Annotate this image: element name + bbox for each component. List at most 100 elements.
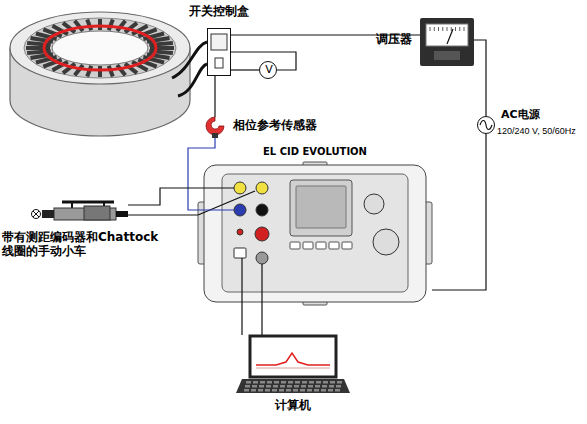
key [321,389,326,392]
key-button [316,242,326,249]
key [265,389,270,392]
key [335,389,340,392]
meter-tick [438,27,439,31]
instrument-case [198,162,432,305]
meter-tick [464,27,465,31]
meter-tick [447,27,448,31]
connector-round [373,229,399,255]
stator-tooth [27,51,51,53]
cable [198,187,234,188]
key [322,385,327,388]
trolley-rail [62,201,114,204]
label: 相位参考传感器 [233,118,317,132]
stator-cable [172,42,207,96]
switch-box-body [207,28,231,76]
key [337,381,342,384]
switch-box-outline [208,29,231,76]
key [309,381,314,384]
voltage-regulator: 调压器 [420,18,474,66]
trolley-handle [116,211,128,217]
cable [261,264,262,305]
socket-grey [256,252,268,264]
label: 计算机 [275,398,311,412]
indicator [237,229,243,235]
key [315,385,320,388]
wire-connector [474,40,486,116]
meter-tick [430,27,431,31]
key [258,389,263,392]
wire-connector [261,305,262,335]
key [244,389,249,392]
laptop [236,335,350,395]
laptop-base [236,379,350,393]
key [272,389,277,392]
stator-tooth [149,51,173,53]
key [329,385,334,388]
switch-lever [215,58,223,68]
key [308,385,313,388]
key [294,385,299,388]
switch-panel [211,34,227,50]
display-screen [296,186,346,228]
display [290,180,352,236]
key [323,381,328,384]
front-panel [222,174,408,292]
socket-yellow [256,182,268,194]
key [316,381,321,384]
meter-tick [442,27,443,31]
switch-box: 开关控制盒 [207,28,231,76]
key [259,385,264,388]
key [279,389,284,392]
ac-source-symbol [477,116,495,134]
meter-tick [459,27,460,31]
meter-tick [451,27,452,31]
key-button [303,242,313,249]
chattock-coil [42,210,54,218]
cable [241,258,242,305]
key [281,381,286,384]
key-button [290,242,300,249]
stator-tooth [149,43,173,45]
key [267,381,272,384]
regulator-body [420,18,474,66]
stator-tooth [150,46,174,50]
laptop-screen [250,336,336,377]
key [330,381,335,384]
source-circle [478,117,495,134]
key [302,381,307,384]
trolley: 带有测距编码器和Chattock 线圈的手动小车 [48,200,128,222]
clamp-jaw [206,117,224,135]
key [301,385,306,388]
key [295,381,300,384]
key [307,389,312,392]
cable [198,209,234,210]
key [246,381,251,384]
socket-blue [234,204,246,216]
sine-wave [480,121,492,130]
chart-base [256,368,330,369]
key [314,389,319,392]
label: EL CID EVOLUTION [263,146,367,158]
trolley [48,200,128,222]
elcid-instrument: EL CID EVOLUTION [198,162,432,305]
key-button [342,242,352,249]
meter-tick [434,27,435,31]
regulator-case [420,18,474,66]
key [288,381,293,384]
socket-red [255,227,269,241]
label: 120/240 V, 50/60Hz [497,126,576,137]
clamp-handle [212,133,218,138]
key [245,385,250,388]
regulator-meter [426,24,468,46]
key [287,385,292,388]
key [286,389,291,392]
key [293,389,298,392]
stator-tooth [27,43,51,45]
wire-connector [231,69,259,70]
chart-trace [256,353,330,365]
usb-port [234,248,246,258]
phase-sensor: 相位参考传感器 [205,116,225,138]
label: 带有测距编码器和Chattock 线圈的手动小车 [2,230,168,259]
voltmeter: V [259,61,277,79]
label: V [265,63,273,76]
